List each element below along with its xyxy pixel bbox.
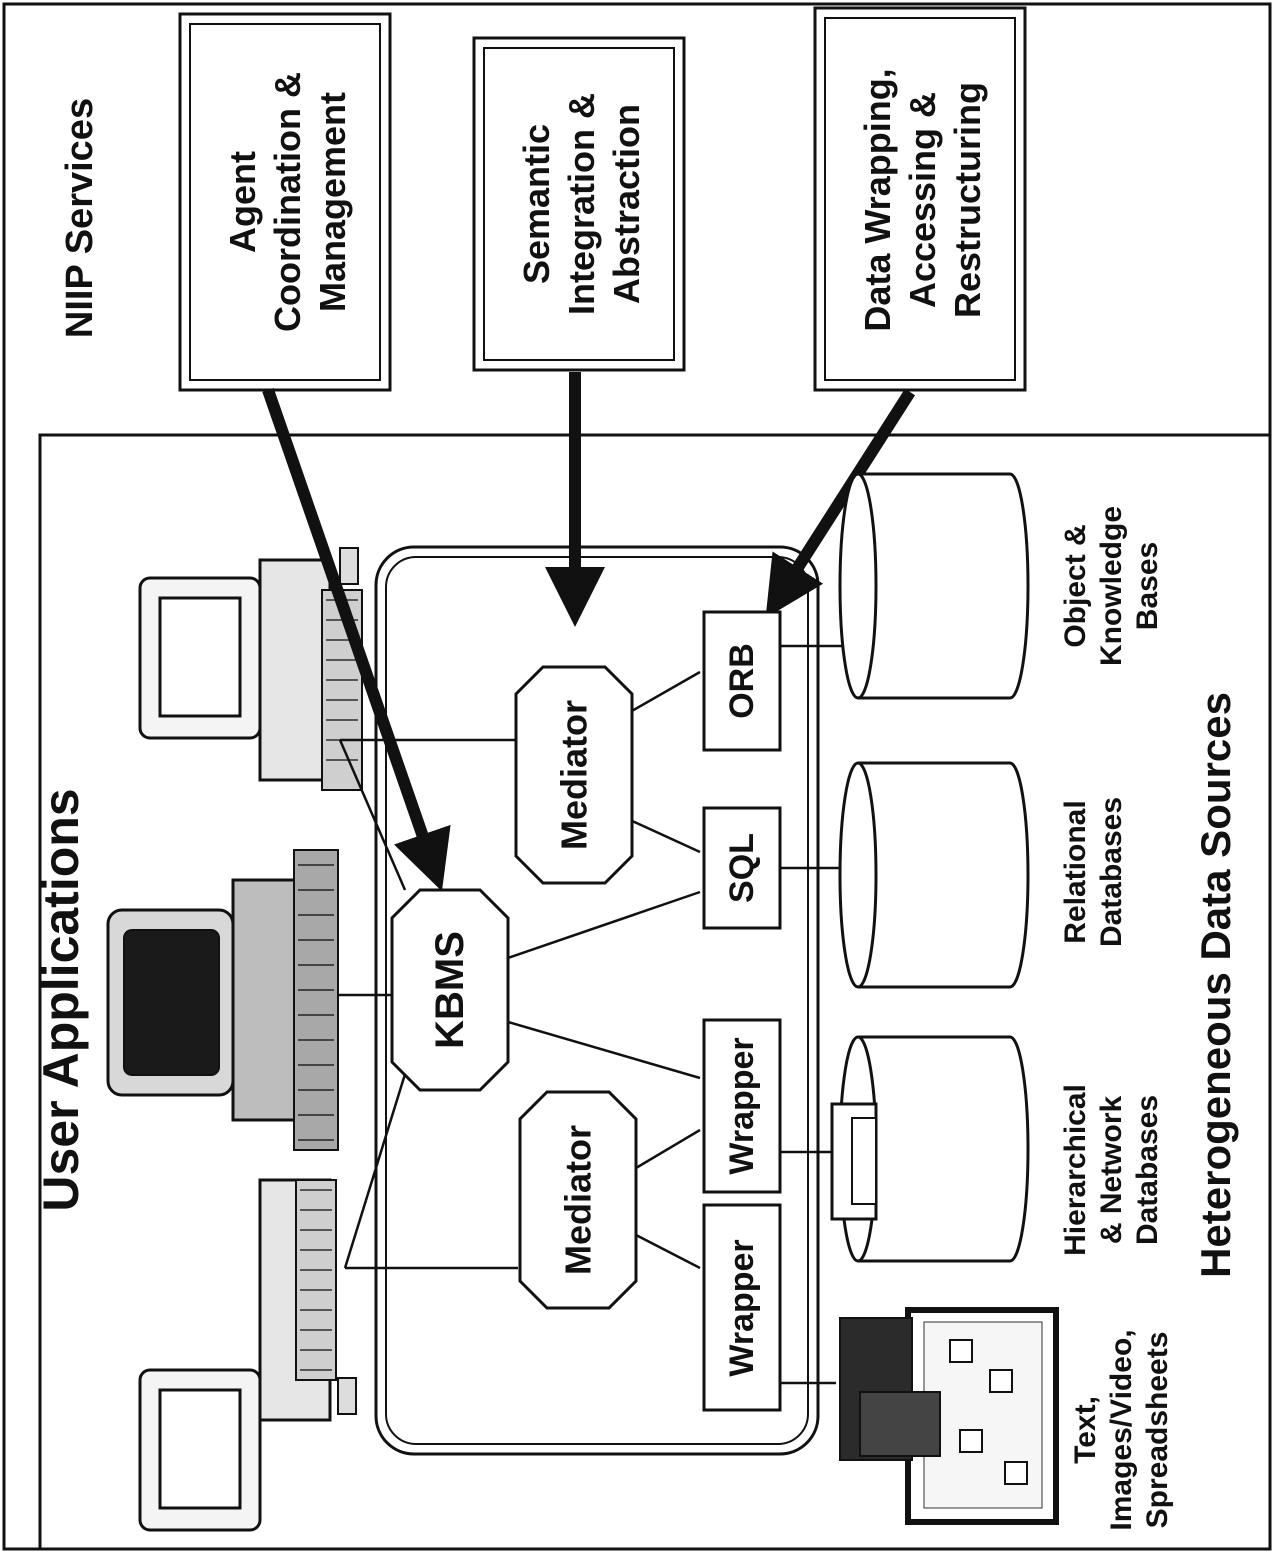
workstation-middle-icon	[106, 849, 339, 1151]
object-knowledge-label: Object & Knowledge Bases	[1059, 506, 1164, 666]
hierarchical-label: Hierarchical & Network Databases	[1059, 1084, 1164, 1256]
orb-label: ORB	[723, 643, 761, 719]
relational-label: Relational Databases	[1059, 797, 1128, 947]
relational-label-line-2: Databases	[1095, 797, 1128, 947]
link-kbms-sql	[507, 890, 701, 960]
hierarchical-network-db-icon	[830, 1035, 1030, 1263]
object-label-line-3: Bases	[1131, 542, 1164, 630]
mediator-1-label: Mediator	[554, 700, 595, 850]
mediator-node-2: Mediator	[518, 1090, 638, 1310]
text-label-line-3: Spreadsheets	[1141, 1332, 1174, 1529]
text-label-line-1: Text,	[1069, 1396, 1102, 1464]
object-knowledge-db-icon	[838, 472, 1030, 700]
service-semantic-line-1: Semantic	[516, 124, 557, 284]
service-agent-line-1: Agent	[222, 151, 263, 253]
orb-node: ORB	[702, 610, 782, 752]
object-label-line-2: Knowledge	[1095, 506, 1128, 666]
link-mediator1-sql	[629, 818, 701, 854]
hierarchical-label-line-3: Databases	[1131, 1095, 1164, 1245]
mediator-2-label: Mediator	[558, 1125, 599, 1275]
wrapper-2-label: Wrapper	[723, 1037, 761, 1174]
wrapper-node-1: Wrapper	[702, 1203, 782, 1412]
relational-label-line-1: Relational	[1059, 800, 1092, 943]
system-boundary-inner	[385, 556, 809, 1445]
mediator-node-1: Mediator	[514, 665, 634, 885]
arrow-agent-to-kbms	[262, 388, 451, 892]
wrapper-node-2: Wrapper	[702, 1018, 782, 1194]
kbms-label: KBMS	[428, 931, 472, 1049]
workstation-bottom-icon	[138, 1178, 357, 1532]
service-semantic-line-2: Integration &	[561, 93, 602, 315]
text-images-label: Text, Images/Video, Spreadsheets	[1069, 1329, 1174, 1530]
sql-label: SQL	[723, 833, 761, 903]
service-arrows	[262, 372, 916, 892]
system-boundary-outer	[374, 545, 820, 1456]
text-images-spreadsheets-icon	[839, 1307, 1059, 1525]
service-box-wrapping: Data Wrapping, Accessing & Restructuring	[813, 6, 1027, 392]
link-ws-bot-kbms	[343, 1057, 412, 1269]
service-box-agent: Agent Coordination & Management	[178, 12, 392, 392]
service-wrapping-line-1: Data Wrapping,	[857, 68, 898, 331]
service-agent-line-3: Management	[312, 92, 353, 312]
link-mediator2-wrapper1	[635, 1233, 701, 1270]
hierarchical-label-line-2: & Network	[1095, 1096, 1128, 1245]
link-kbms-wrapper2	[507, 1020, 701, 1080]
sql-node: SQL	[702, 806, 782, 930]
heterogeneous-sources-title: Heterogeneous Data Sources	[1192, 692, 1239, 1278]
wrapper-1-label: Wrapper	[723, 1239, 761, 1376]
object-label-line-1: Object &	[1059, 524, 1092, 647]
service-box-semantic: Semantic Integration & Abstraction	[472, 36, 686, 372]
service-wrapping-line-3: Restructuring	[947, 82, 988, 318]
arrow-wrapping-to-orb	[765, 388, 916, 619]
hierarchical-label-line-1: Hierarchical	[1059, 1084, 1092, 1256]
link-mediator1-orb	[629, 670, 701, 714]
niip-services-title: NIIP Services	[59, 98, 101, 338]
relational-db-icon	[838, 761, 1030, 989]
user-applications-title: User Applications	[33, 788, 89, 1211]
user-applications-region	[38, 433, 1272, 1551]
connection-lines	[338, 644, 858, 1385]
service-wrapping-line-2: Accessing &	[902, 92, 943, 308]
workstation-top-icon	[138, 547, 363, 791]
link-mediator2-wrapper2	[635, 1128, 701, 1170]
text-label-line-2: Images/Video,	[1105, 1329, 1138, 1530]
kbms-node: KBMS	[390, 888, 510, 1092]
service-agent-line-2: Coordination &	[267, 72, 308, 332]
service-semantic-line-3: Abstraction	[606, 104, 647, 304]
